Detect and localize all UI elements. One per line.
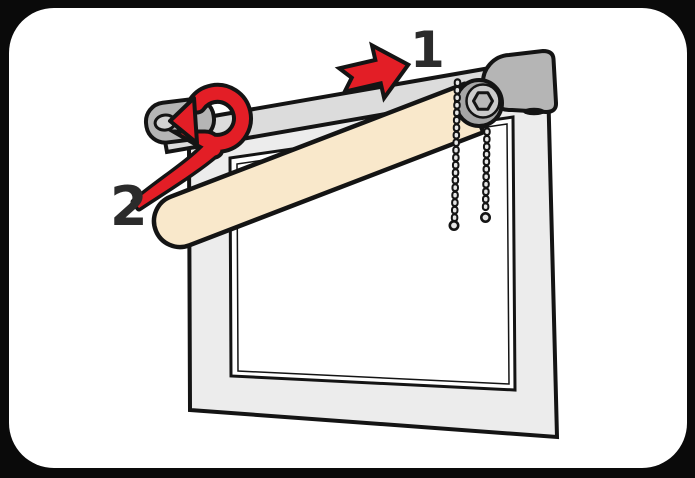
chain-strand-left-beads	[452, 80, 460, 223]
hook-rotate-arrow-icon	[180, 86, 249, 156]
chain-strand-right-beads	[483, 129, 489, 215]
hook-arrow-head	[168, 96, 199, 145]
hex-socket-icon	[472, 91, 494, 111]
hook-arrow-tail	[134, 142, 218, 208]
clutch-disc	[454, 78, 504, 128]
step-1-label: 1	[410, 21, 445, 79]
step-1: 1	[334, 21, 445, 103]
right-bracket-notch	[523, 107, 545, 116]
chain-end-ring-right	[479, 212, 491, 224]
roller-tube	[151, 81, 486, 250]
arrow-right-icon	[334, 41, 412, 103]
step-2: 2	[110, 82, 253, 238]
chain-end-ring-left	[448, 220, 460, 232]
bead-chain	[448, 78, 491, 232]
step-2-label: 2	[110, 175, 148, 238]
